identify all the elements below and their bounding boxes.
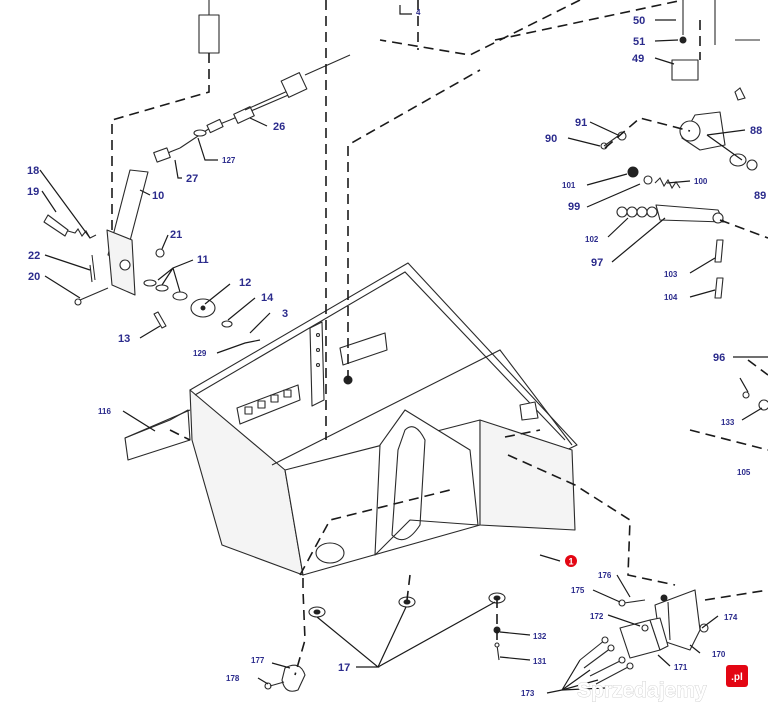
callout-97: 97 xyxy=(591,257,603,269)
watermark-tld-badge xyxy=(726,665,748,687)
callout-20: 20 xyxy=(28,271,40,283)
callout-173: 173 xyxy=(521,689,535,698)
assembly-dashed-lines xyxy=(111,0,768,676)
watermark-tld: .pl xyxy=(731,672,743,683)
callout-96: 96 xyxy=(713,352,725,364)
callout-3: 3 xyxy=(282,308,288,320)
callout-88: 88 xyxy=(750,125,762,137)
callout-51: 51 xyxy=(633,36,645,48)
callout-22: 22 xyxy=(28,250,40,262)
callout-13: 13 xyxy=(118,333,130,345)
callout-1: 1 xyxy=(568,557,573,567)
callout-12: 12 xyxy=(239,277,251,289)
callout-101: 101 xyxy=(562,181,576,190)
callout-102: 102 xyxy=(585,235,599,244)
right-shaft-assembly xyxy=(600,0,768,411)
main-box-housing xyxy=(189,262,578,576)
callout-26: 26 xyxy=(273,121,285,133)
callout-178: 178 xyxy=(226,674,240,683)
callout-10: 10 xyxy=(152,190,164,202)
callout-104: 104 xyxy=(664,293,678,302)
callout-133: 133 xyxy=(721,418,735,427)
callout-174: 174 xyxy=(724,613,738,622)
callout-129: 129 xyxy=(193,349,207,358)
callout-18: 18 xyxy=(27,165,39,177)
callout-91: 91 xyxy=(575,117,587,129)
sprzedajemy-watermark: Sprzedajemy .pl xyxy=(577,665,748,702)
callout-100: 100 xyxy=(694,177,708,186)
callout-49: 49 xyxy=(632,53,644,65)
callout-177: 177 xyxy=(251,656,265,665)
callout-27: 27 xyxy=(186,173,198,185)
callout-105: 105 xyxy=(737,468,751,477)
callout-131: 131 xyxy=(533,657,547,666)
callout-90: 90 xyxy=(545,133,557,145)
lever-assembly xyxy=(43,0,351,329)
callout-labels: 4 50 51 49 26 127 27 10 18 19 21 22 20 1… xyxy=(27,8,766,698)
bottom-left-clamp xyxy=(264,626,501,692)
watermark-brand: Sprzedajemy xyxy=(577,679,707,702)
callout-175: 175 xyxy=(571,586,585,595)
callout-17: 17 xyxy=(338,662,350,674)
badge-circle xyxy=(565,555,577,567)
callout-176: 176 xyxy=(598,571,612,580)
callout-4: 4 xyxy=(416,8,421,17)
callout-11: 11 xyxy=(197,254,209,266)
callout-99: 99 xyxy=(568,201,580,213)
callout-132: 132 xyxy=(533,632,547,641)
callout-172: 172 xyxy=(590,612,604,621)
callout-103: 103 xyxy=(664,270,678,279)
part-1-badge: 1 xyxy=(565,555,577,567)
callout-170: 170 xyxy=(712,650,726,659)
callout-89: 89 xyxy=(754,190,766,202)
callout-14: 14 xyxy=(261,292,274,304)
callout-19: 19 xyxy=(27,186,39,198)
bottom-bracket-assembly xyxy=(579,589,709,685)
callout-leader-lines xyxy=(39,5,768,694)
callout-171: 171 xyxy=(674,663,688,672)
callout-127: 127 xyxy=(222,156,236,165)
part-116-bar xyxy=(124,409,191,461)
callout-116: 116 xyxy=(98,407,111,416)
callout-50: 50 xyxy=(633,15,645,27)
callout-21: 21 xyxy=(170,229,182,241)
